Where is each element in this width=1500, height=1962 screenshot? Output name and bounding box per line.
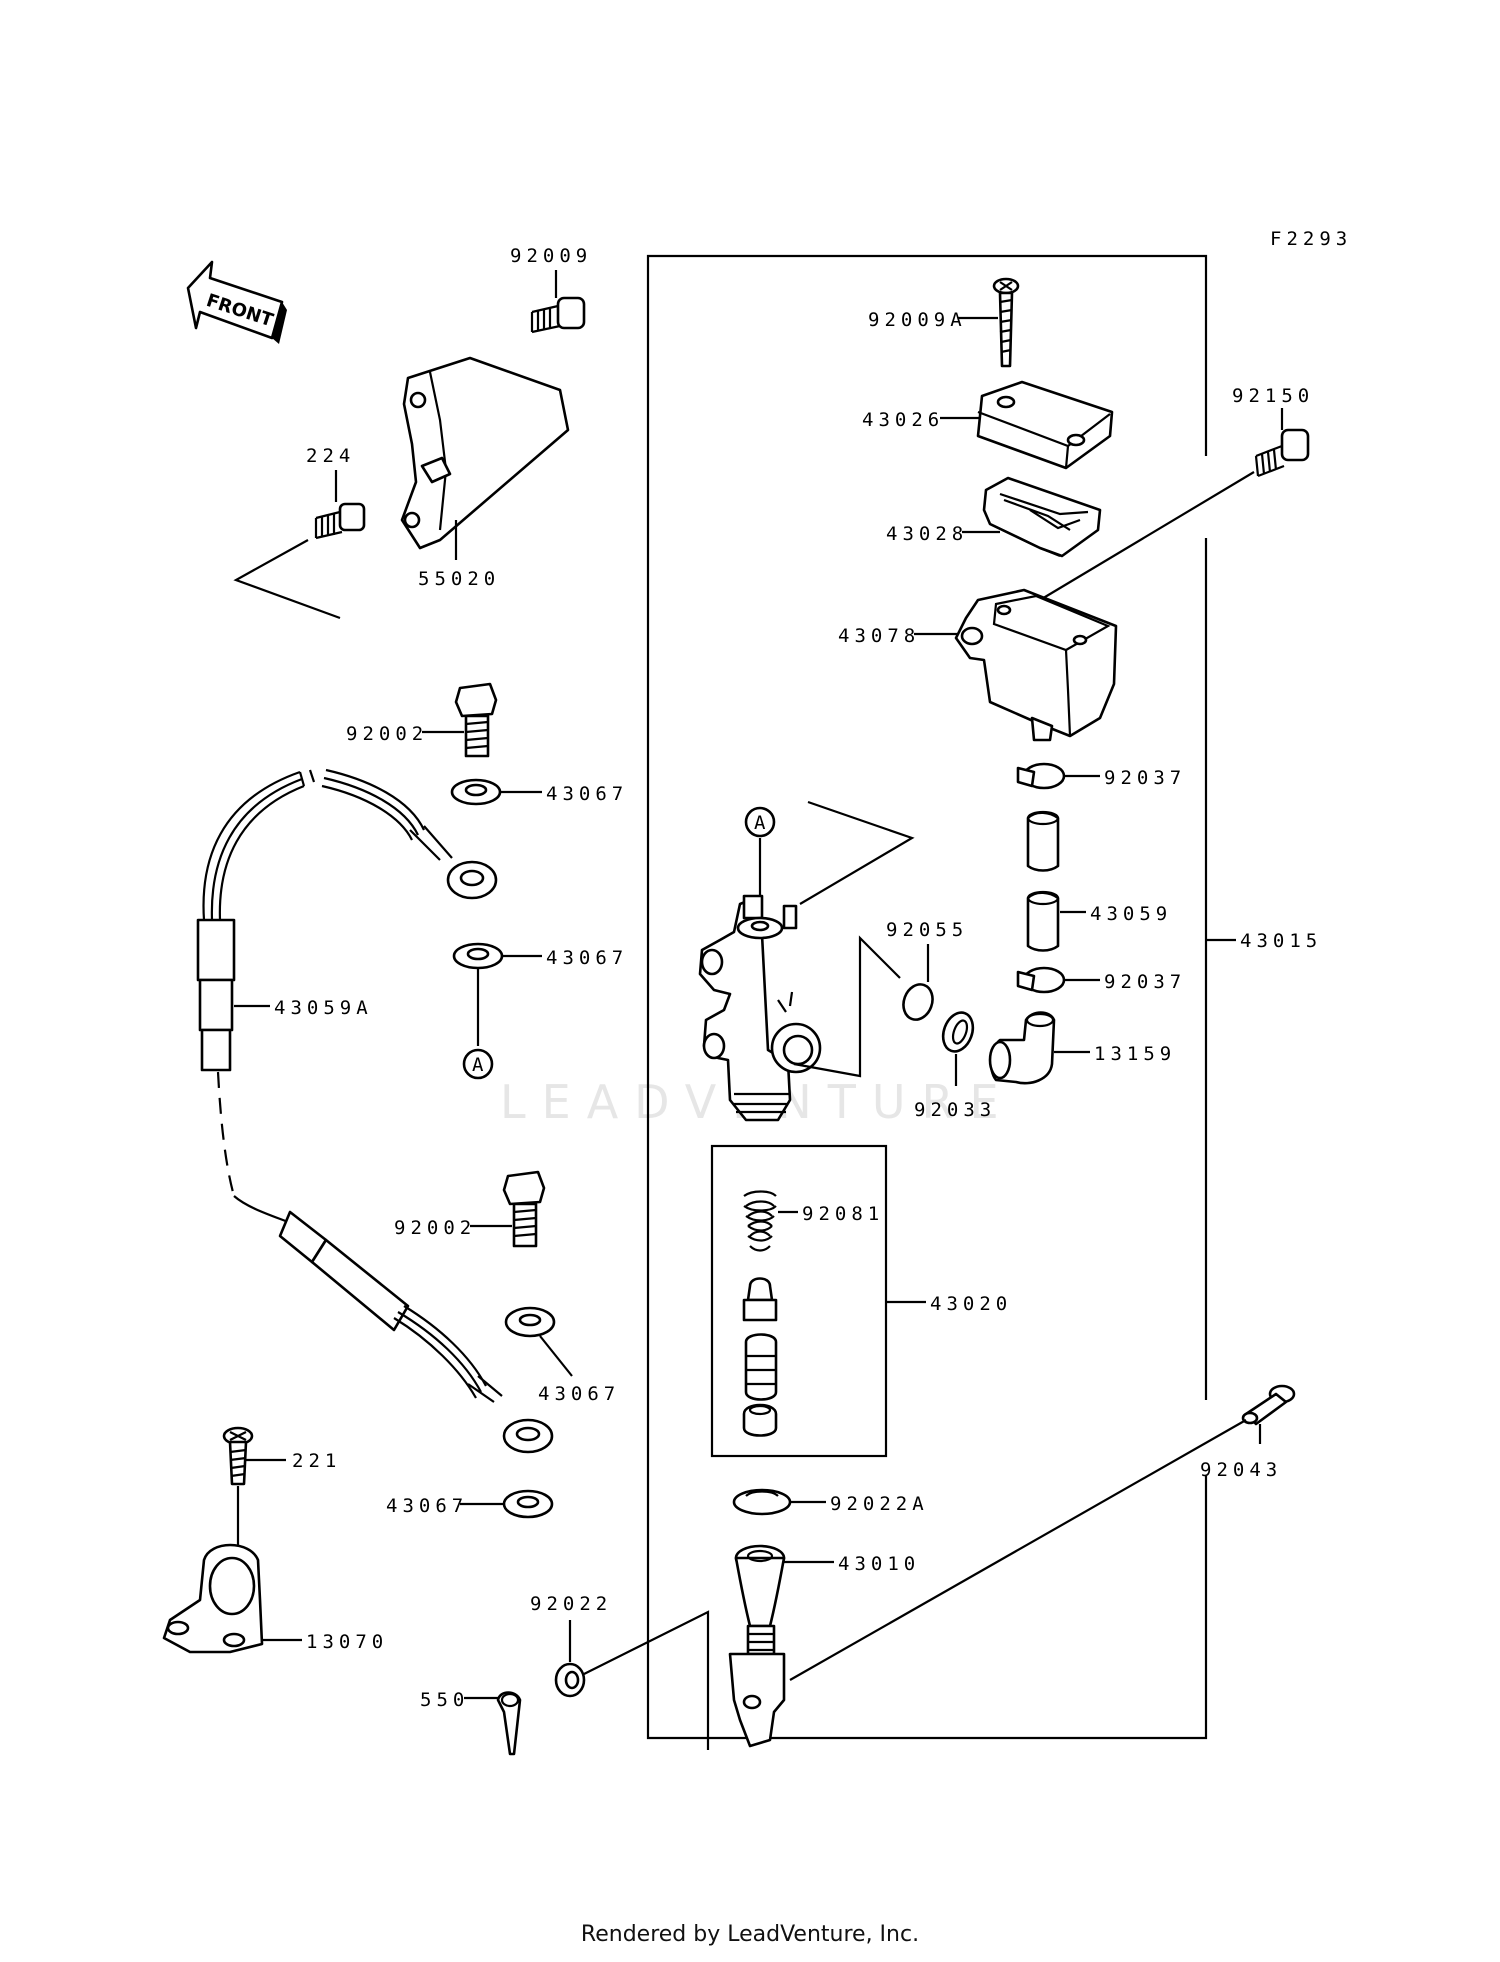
washer-43067-d xyxy=(460,1489,554,1519)
footer-credit: Rendered by LeadVenture, Inc. xyxy=(580,1922,920,1947)
snap-ring-92022A xyxy=(732,1488,826,1516)
callout-92009A: 92009A xyxy=(868,309,967,331)
master-cylinder-body xyxy=(698,800,915,1122)
callout-43010: 43010 xyxy=(838,1553,920,1575)
callout-43015: 43015 xyxy=(1240,930,1322,952)
hose-43059 xyxy=(1026,810,1086,952)
callout-13070: 13070 xyxy=(306,1631,388,1653)
spring-92081 xyxy=(743,1190,798,1252)
banjo-bolt-92002-bottom xyxy=(470,1170,546,1248)
washer-43067-a xyxy=(450,778,542,806)
callout-43059A: 43059A xyxy=(274,997,373,1019)
diaphragm-43028 xyxy=(962,476,1102,558)
callout-43020: 43020 xyxy=(930,1293,1012,1315)
o-ring-92055 xyxy=(902,944,934,1021)
callout-43028: 43028 xyxy=(886,523,968,545)
piston-kit-box-43020 xyxy=(710,1144,888,1458)
ref-marker-a-right: A xyxy=(754,812,770,834)
callout-55020: 55020 xyxy=(418,568,500,590)
callout-92002-bottom: 92002 xyxy=(394,1217,476,1239)
callout-550: 550 xyxy=(420,1689,469,1711)
bolt-224 xyxy=(233,470,366,620)
callout-92081: 92081 xyxy=(802,1203,884,1225)
callout-224: 224 xyxy=(306,445,355,467)
snap-ring-92033 xyxy=(941,1011,975,1086)
assembly-box-43015 xyxy=(646,254,1208,1740)
callout-13159: 13159 xyxy=(1094,1043,1176,1065)
push-rod-43010 xyxy=(728,1544,834,1748)
clamp-13070 xyxy=(162,1543,302,1654)
callout-92055: 92055 xyxy=(886,919,968,941)
hose-clamp-92037-a xyxy=(1016,762,1100,790)
bolt-92009 xyxy=(530,270,586,334)
callout-92022A: 92022A xyxy=(830,1493,929,1515)
callout-92037-a: 92037 xyxy=(1104,767,1186,789)
washer-43067-c xyxy=(504,1306,573,1377)
elbow-fitting-13159 xyxy=(988,1011,1090,1085)
reservoir-43078 xyxy=(914,588,1118,742)
callout-43067-b: 43067 xyxy=(546,947,628,969)
front-arrow-icon: FRONT xyxy=(186,260,287,344)
washer-92022 xyxy=(554,1610,710,1750)
cotter-pin-550 xyxy=(464,1691,522,1756)
banjo-bolt-92002-top xyxy=(422,682,498,758)
screw-92009A xyxy=(958,277,1020,368)
piston-components xyxy=(742,1277,778,1437)
hose-43059A xyxy=(196,768,554,1454)
callout-92009: 92009 xyxy=(510,245,592,267)
callout-92043: 92043 xyxy=(1200,1459,1282,1481)
bracket-55020 xyxy=(400,356,570,560)
washer-43067-b xyxy=(452,942,542,1080)
callout-43059: 43059 xyxy=(1090,903,1172,925)
callout-92150: 92150 xyxy=(1232,385,1314,407)
callout-92022: 92022 xyxy=(530,1593,612,1615)
ref-marker-a-left: A xyxy=(472,1054,488,1076)
callout-92002-top: 92002 xyxy=(346,723,428,745)
callout-43026: 43026 xyxy=(862,409,944,431)
callout-92033: 92033 xyxy=(914,1099,996,1121)
callout-43067-a: 43067 xyxy=(546,783,628,805)
bolt-92150 xyxy=(1039,408,1310,601)
figure-code: F2293 xyxy=(1270,228,1352,250)
pin-92043 xyxy=(789,1384,1296,1681)
reservoir-cap-43026 xyxy=(940,380,1114,470)
callout-43078: 43078 xyxy=(838,625,920,647)
hose-clamp-92037-b xyxy=(1016,966,1100,994)
callout-221: 221 xyxy=(292,1450,341,1472)
callout-43067-c: 43067 xyxy=(538,1383,620,1405)
callout-43067-d: 43067 xyxy=(386,1495,468,1517)
callout-92037-b: 92037 xyxy=(1104,971,1186,993)
